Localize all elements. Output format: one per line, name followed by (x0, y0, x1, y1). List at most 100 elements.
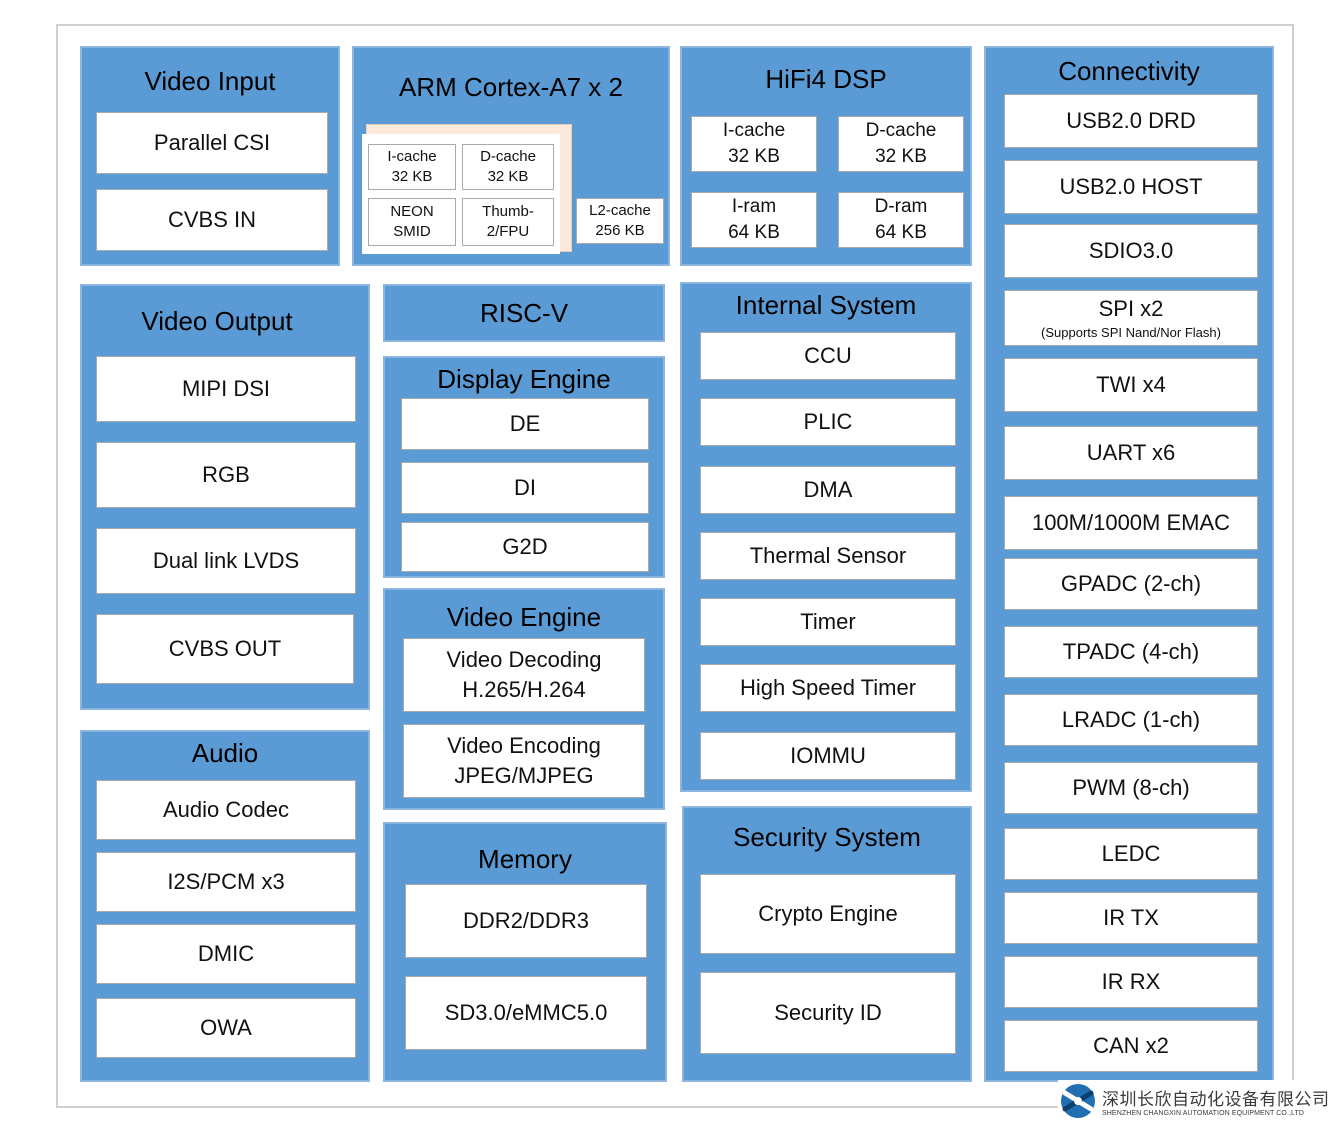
cvbs-out: CVBS OUT (96, 614, 354, 684)
gpadc: GPADC (2-ch) (1004, 558, 1258, 610)
emac: 100M/1000M EMAC (1004, 496, 1258, 550)
company-name-cn: 深圳长欣自动化设备有限公司 (1102, 1090, 1330, 1109)
hifi4-iram-label: I-ram (731, 196, 777, 218)
video-input-title: Video Input (144, 66, 276, 96)
arm-cortex-block: ARM Cortex-A7 x 2 I-cache 32 KB D-cache … (352, 46, 670, 266)
audio-codec: Audio Codec (96, 780, 356, 840)
video-encoding: Video Encoding JPEG/MJPEG (403, 724, 645, 798)
video-input-block: Video Input Parallel CSI CVBS IN (80, 46, 340, 266)
arm-thumb-sub: 2/FPU (486, 223, 530, 240)
arm-thumb-label: Thumb- (482, 202, 534, 220)
display-engine-block: Display Engine DE DI G2D (383, 356, 665, 578)
ccu: CCU (700, 332, 956, 380)
video-engine-title: Video Engine (446, 602, 602, 632)
pwm: PWM (8-ch) (1004, 762, 1258, 814)
video-decoding: Video Decoding H.265/H.264 (403, 638, 645, 712)
usb20-host: USB2.0 HOST (1004, 160, 1258, 214)
arm-l2cache: L2-cache 256 KB (576, 198, 664, 244)
iommu: IOMMU (700, 732, 956, 780)
display-engine-title: Display Engine (437, 364, 611, 394)
security-id: Security ID (700, 972, 956, 1054)
sd30-emmc50: SD3.0/eMMC5.0 (405, 976, 647, 1050)
lradc: LRADC (1-ch) (1004, 694, 1258, 746)
parallel-csi: Parallel CSI (96, 112, 328, 174)
arm-cortex-title: ARM Cortex-A7 x 2 (399, 72, 623, 102)
twi-x4: TWI x4 (1004, 358, 1258, 412)
company-logo-icon (1061, 1084, 1095, 1118)
arm-l2cache-label: L2-cache (589, 201, 651, 219)
sdio30: SDIO3.0 (1004, 224, 1258, 278)
arm-dcache-label: D-cache (480, 147, 536, 165)
owa: OWA (96, 998, 356, 1058)
company-name-en: SHENZHEN CHANGXIN AUTOMATION EQUIPMENT C… (1102, 1110, 1305, 1117)
hifi4-dcache: D-cache 32 KB (838, 116, 964, 172)
arm-thumb: Thumb- 2/FPU (462, 198, 554, 246)
usb20-drd: USB2.0 DRD (1004, 94, 1258, 148)
uart-x6: UART x6 (1004, 426, 1258, 480)
video-encoding-label: Video Encoding (447, 733, 601, 759)
dmic: DMIC (96, 924, 356, 984)
video-engine-block: Video Engine Video Decoding H.265/H.264 … (383, 588, 665, 810)
tpadc: TPADC (4-ch) (1004, 626, 1258, 678)
dma: DMA (700, 466, 956, 514)
audio-title: Audio (191, 738, 259, 768)
memory-title: Memory (478, 844, 572, 874)
arm-dcache-size: 32 KB (487, 168, 529, 185)
hifi4-iram: I-ram 64 KB (691, 192, 817, 248)
di: DI (401, 462, 649, 514)
video-output-title: Video Output (141, 306, 293, 336)
internal-system-title: Internal System (735, 290, 917, 320)
memory-block: Memory DDR2/DDR3 SD3.0/eMMC5.0 (383, 822, 667, 1082)
ledc: LEDC (1004, 828, 1258, 880)
hifi4-iram-size: 64 KB (728, 222, 780, 243)
internal-system-block: Internal System CCU PLIC DMA Thermal Sen… (680, 282, 972, 792)
timer: Timer (700, 598, 956, 646)
connectivity-block: Connectivity USB2.0 DRD USB2.0 HOST SDIO… (984, 46, 1274, 1082)
hifi4-icache-label: I-cache (722, 120, 786, 142)
audio-block: Audio Audio Codec I2S/PCM x3 DMIC OWA (80, 730, 370, 1082)
company-logo: 深圳长欣自动化设备有限公司 SHENZHEN CHANGXIN AUTOMATI… (1058, 1080, 1330, 1122)
rgb: RGB (96, 442, 356, 508)
mipi-dsi: MIPI DSI (96, 356, 356, 422)
security-system-block: Security System Crypto Engine Security I… (682, 806, 972, 1082)
g2d: G2D (401, 522, 649, 572)
hifi4-dram-label: D-ram (874, 196, 928, 218)
de: DE (401, 398, 649, 450)
video-output-block: Video Output MIPI DSI RGB Dual link LVDS… (80, 284, 370, 710)
hifi4-dcache-label: D-cache (865, 120, 937, 142)
dual-link-lvds: Dual link LVDS (96, 528, 356, 594)
arm-icache-size: 32 KB (391, 168, 433, 185)
ddr2-ddr3: DDR2/DDR3 (405, 884, 647, 958)
spi-x2-label: SPI x2 (1098, 296, 1164, 322)
hifi4-dsp-block: HiFi4 DSP I-cache 32 KB D-cache 32 KB I-… (680, 46, 972, 266)
riscv-block: RISC-V (383, 284, 665, 342)
hifi4-dram: D-ram 64 KB (838, 192, 964, 248)
video-encoding-codecs: JPEG/MJPEG (454, 763, 594, 788)
thermal-sensor: Thermal Sensor (700, 532, 956, 580)
arm-neon-label: NEON (390, 202, 434, 220)
connectivity-title: Connectivity (1058, 56, 1200, 86)
crypto-engine: Crypto Engine (700, 874, 956, 954)
arm-dcache: D-cache 32 KB (462, 144, 554, 190)
ir-tx: IR TX (1004, 892, 1258, 944)
spi-x2: SPI x2 (Supports SPI Nand/Nor Flash) (1004, 290, 1258, 346)
hifi4-dsp-title: HiFi4 DSP (765, 64, 887, 94)
ir-rx: IR RX (1004, 956, 1258, 1008)
plic: PLIC (700, 398, 956, 446)
security-system-title: Security System (733, 822, 921, 852)
video-decoding-codecs: H.265/H.264 (462, 677, 586, 702)
hifi4-dcache-size: 32 KB (875, 146, 927, 167)
riscv-title: RISC-V (479, 298, 569, 328)
video-decoding-label: Video Decoding (446, 647, 602, 673)
hifi4-dram-size: 64 KB (875, 222, 927, 243)
can-x2: CAN x2 (1004, 1020, 1258, 1072)
i2s-pcm: I2S/PCM x3 (96, 852, 356, 912)
arm-neon: NEON SMID (368, 198, 456, 246)
high-speed-timer: High Speed Timer (700, 664, 956, 712)
hifi4-icache: I-cache 32 KB (691, 116, 817, 172)
arm-icache-label: I-cache (387, 147, 437, 165)
arm-icache: I-cache 32 KB (368, 144, 456, 190)
cvbs-in: CVBS IN (96, 189, 328, 251)
hifi4-icache-size: 32 KB (728, 146, 780, 167)
spi-x2-note: (Supports SPI Nand/Nor Flash) (1041, 325, 1221, 341)
